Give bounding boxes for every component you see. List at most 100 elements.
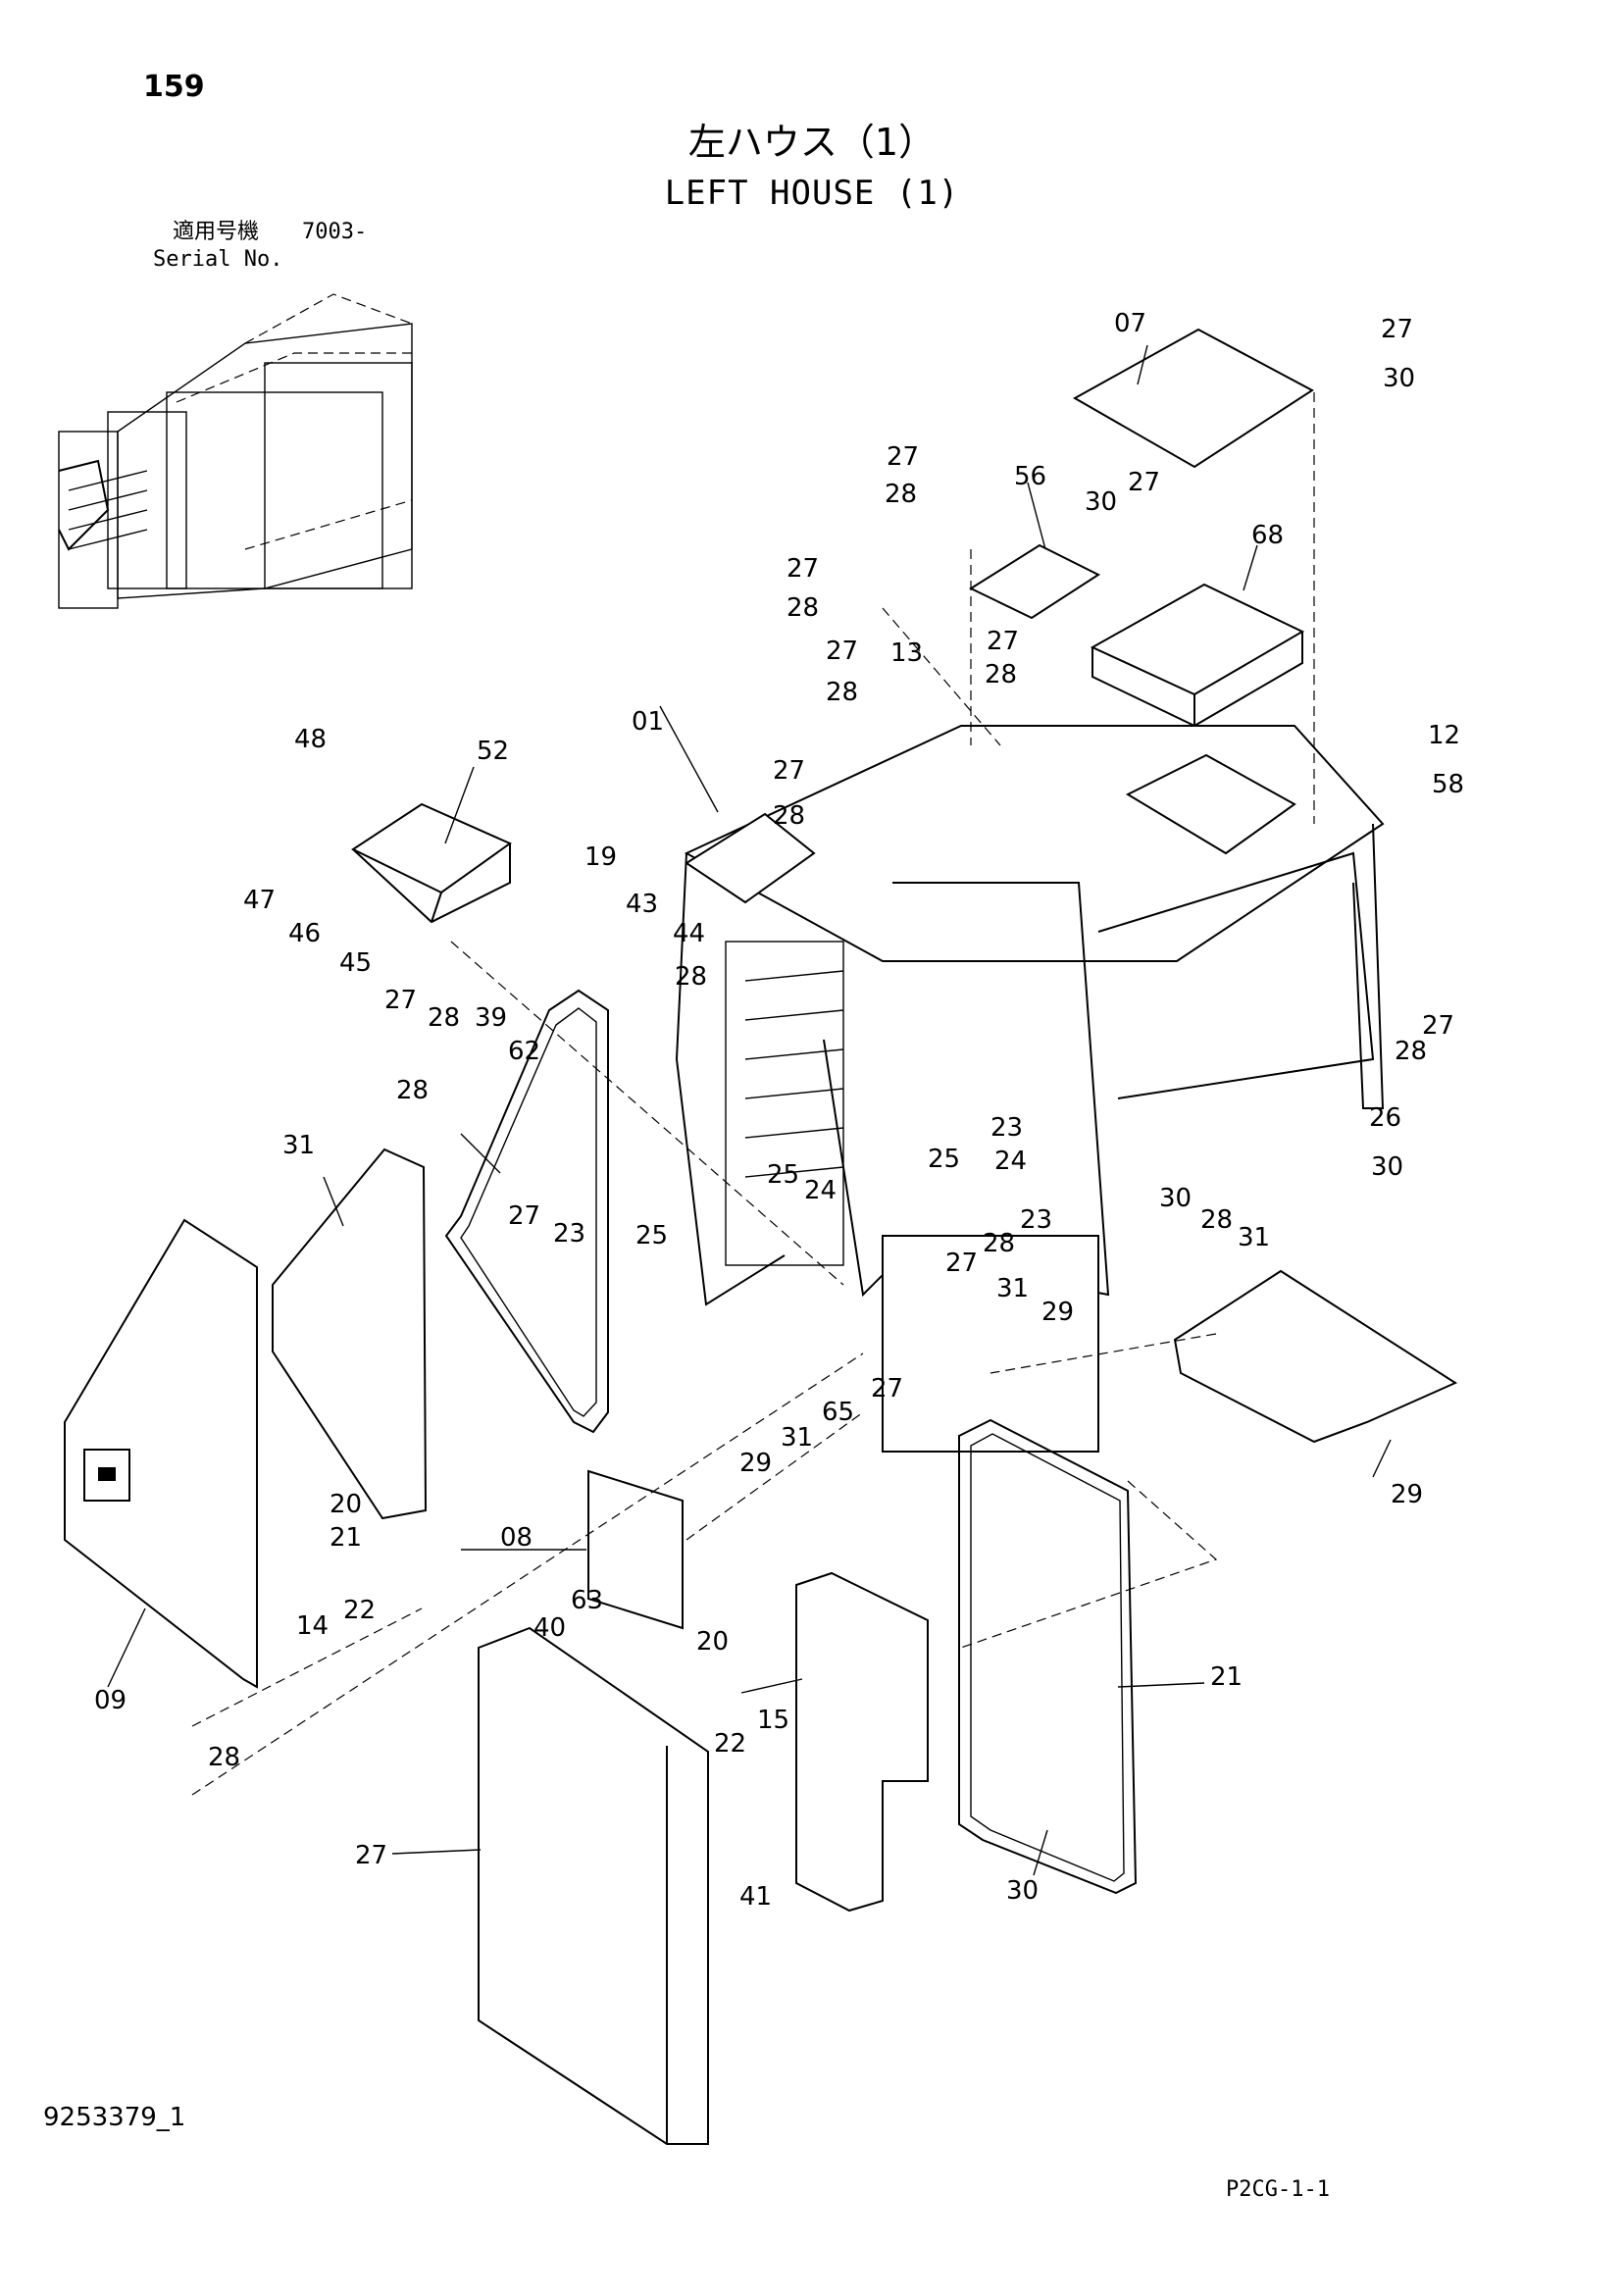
- callout-28: 44: [673, 919, 705, 948]
- seal-40-41: [958, 1418, 1138, 1895]
- callout-27: 27: [1128, 468, 1160, 497]
- callout-65: 29: [1391, 1480, 1423, 1509]
- house-frame-01: [675, 725, 1385, 1453]
- callout-56: 56: [1014, 462, 1046, 491]
- callout-29: 65: [822, 1398, 854, 1427]
- callout-01: 01: [632, 707, 664, 737]
- callout-09: 08: [500, 1523, 533, 1553]
- callout-30: 30: [1085, 487, 1117, 517]
- callout-68: 68: [1251, 521, 1284, 550]
- callout-46: 46: [288, 919, 321, 948]
- callout-13: 13: [890, 638, 923, 668]
- callout-28: 27: [508, 1201, 540, 1231]
- callout-25: 23: [1020, 1205, 1052, 1235]
- callout-28: 26: [1369, 1103, 1401, 1133]
- machine-thumbnail: [58, 293, 413, 609]
- callout-30: 28: [885, 480, 917, 509]
- callout-22: 28: [208, 1743, 240, 1772]
- door-14: [64, 1218, 258, 1689]
- callout-24: 25: [928, 1145, 960, 1174]
- callout-28: 28: [773, 801, 805, 831]
- callout-45: 28: [428, 1003, 460, 1033]
- callout-23: 24: [994, 1147, 1027, 1176]
- callout-52: 52: [477, 737, 509, 766]
- seal-39: [444, 989, 609, 1434]
- insulation-62: [272, 1148, 428, 1520]
- callout-28: 63: [571, 1586, 603, 1615]
- callout-29: 28: [1200, 1205, 1233, 1235]
- callout-27: 20: [330, 1490, 362, 1519]
- plate-09: [587, 1469, 684, 1630]
- callout-22: 41: [739, 1882, 772, 1912]
- callout-08: 40: [533, 1613, 566, 1643]
- callout-28: 29: [1041, 1298, 1074, 1327]
- page-number: 159: [143, 70, 205, 104]
- panel-52: [350, 802, 513, 894]
- callout-28: 28: [826, 678, 858, 707]
- callout-30: 31: [1238, 1223, 1270, 1252]
- callout-23: 25: [767, 1160, 799, 1190]
- callout-25: 23: [990, 1113, 1023, 1143]
- door-15: [478, 1626, 709, 2145]
- callout-28: 28: [787, 593, 819, 623]
- callout-31: 27: [871, 1374, 903, 1403]
- title-japanese: 左ハウス（1）: [687, 121, 937, 164]
- callout-27: 25: [635, 1221, 668, 1250]
- callout-47: 47: [243, 886, 276, 915]
- serial-value: 7003-: [302, 220, 368, 244]
- callout-31: 23: [553, 1219, 585, 1249]
- callout-14: 09: [94, 1686, 127, 1715]
- title-english: LEFT HOUSE (1): [664, 174, 960, 213]
- callout-43: 45: [339, 948, 372, 978]
- callout-41: 30: [1006, 1876, 1039, 1906]
- callout-31: 30: [1159, 1184, 1192, 1213]
- callout-27: 27: [1381, 315, 1413, 344]
- callout-63: 20: [696, 1627, 729, 1657]
- callout-40: 21: [1210, 1662, 1243, 1692]
- callout-27: 27: [887, 442, 919, 472]
- callout-28: 28: [675, 962, 707, 992]
- bracket-56: [968, 543, 1101, 620]
- callout-15: 27: [355, 1841, 387, 1870]
- callout-27: 27: [773, 756, 805, 786]
- callout-24: 27: [945, 1249, 978, 1278]
- callout-48: 48: [294, 725, 327, 754]
- serial-label-en: Serial No.: [153, 247, 283, 272]
- callout-21: 22: [343, 1596, 376, 1625]
- callout-30: 30: [1383, 364, 1415, 393]
- callout-27: 43: [626, 890, 658, 919]
- callout-29: 21: [330, 1523, 362, 1553]
- callout-31: 30: [1371, 1152, 1403, 1182]
- callout-12: 12: [1428, 721, 1460, 750]
- callout-20: 14: [296, 1611, 329, 1641]
- callout-27: 27: [787, 554, 819, 584]
- insulation-63: [795, 1571, 929, 1913]
- callout-27: 27: [1422, 1011, 1454, 1041]
- callout-21: 15: [757, 1706, 789, 1735]
- block-65: [1173, 1269, 1458, 1444]
- block-68: [1090, 583, 1305, 696]
- callout-28: 62: [508, 1037, 540, 1066]
- reference-code: P2CG-1-1: [1226, 2177, 1330, 2202]
- callout-27: 27: [826, 637, 858, 666]
- callout-20: 22: [714, 1729, 746, 1759]
- callout-07: 07: [1114, 309, 1146, 338]
- callout-44: 27: [384, 986, 417, 1015]
- callout-30: 31: [781, 1423, 813, 1453]
- callout-58: 58: [1432, 770, 1464, 799]
- callout-27: 31: [996, 1274, 1029, 1303]
- callout-26: 29: [739, 1449, 772, 1478]
- callout-28: 28: [985, 660, 1017, 689]
- callout-39: 28: [396, 1076, 429, 1105]
- callout-25: 24: [804, 1176, 837, 1205]
- top-cover-07: [1072, 328, 1314, 469]
- callout-23: 28: [983, 1229, 1015, 1258]
- callout-19: 19: [584, 842, 617, 872]
- callout-28: 28: [1395, 1037, 1427, 1066]
- callout-62: 31: [282, 1131, 315, 1160]
- callout-27: 27: [987, 627, 1019, 656]
- callout-27: 39: [475, 1003, 507, 1033]
- document-number: 9253379_1: [43, 2103, 186, 2132]
- serial-label-jp: 適用号機: [173, 220, 260, 244]
